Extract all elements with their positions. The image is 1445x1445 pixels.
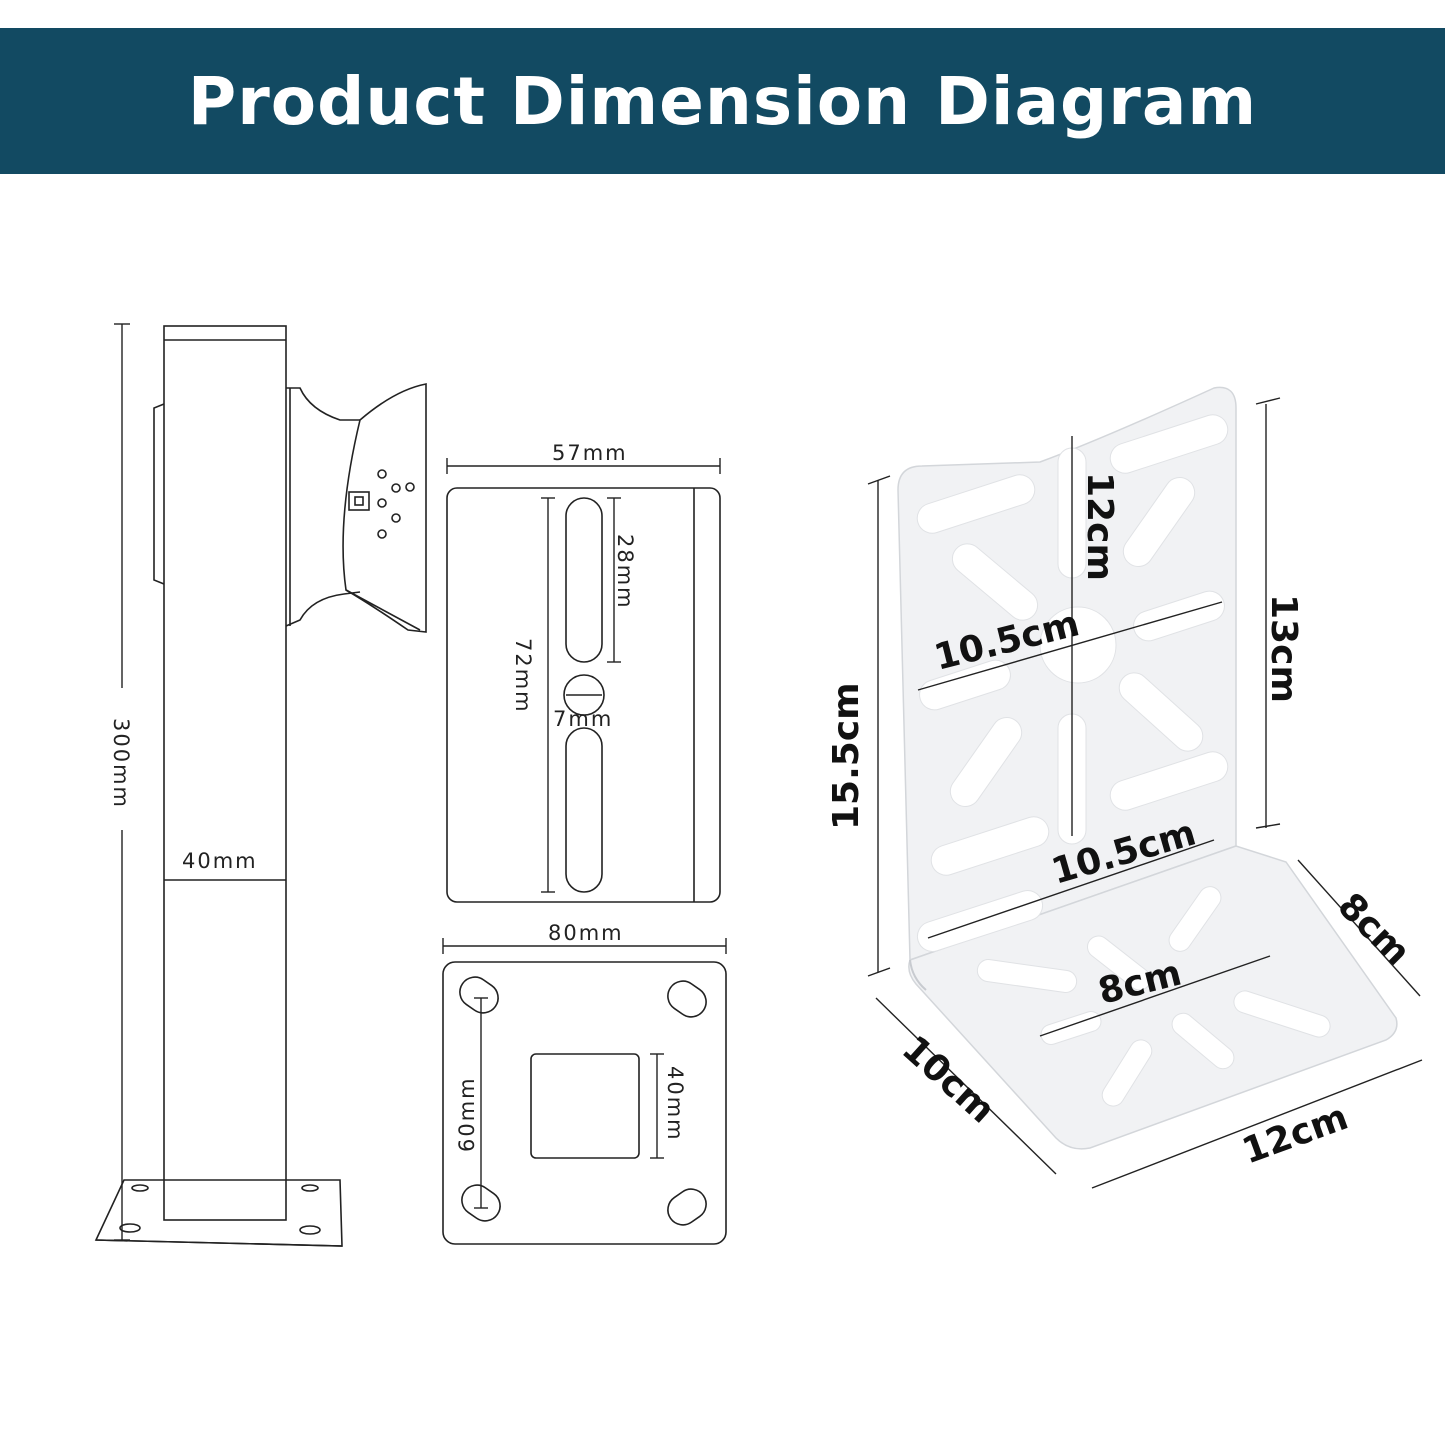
center-hole-large <box>1039 606 1117 684</box>
left-height-label: 15.5cm <box>826 682 867 830</box>
base-front-dim <box>1091 1059 1423 1189</box>
slot-span-label: 72mm <box>511 638 535 714</box>
height-label: 300mm <box>109 718 133 809</box>
hole-label: 7mm <box>553 707 613 731</box>
lower-slot <box>565 727 603 893</box>
title-banner: Product Dimension Diagram <box>0 28 1445 174</box>
base-front-label: 12cm <box>1237 1097 1353 1173</box>
base-inner-dim <box>1039 955 1271 1037</box>
pole-body <box>163 325 287 1221</box>
base-depth-dim <box>1297 859 1421 997</box>
slot-plate: 57mm 72mm 28mm 7mm <box>446 441 721 903</box>
square-cutout <box>530 1053 640 1159</box>
swivel-head <box>342 383 427 633</box>
base-plate-width-label: 80mm <box>548 921 624 945</box>
top-width-dim <box>917 601 1223 691</box>
slot-plate-outline <box>446 487 721 903</box>
page-title: Product Dimension Diagram <box>187 62 1258 140</box>
pole-back-strip <box>153 403 165 585</box>
hole-spacing-label: 60mm <box>455 1076 479 1152</box>
upper-slot <box>565 497 603 663</box>
slot-plate-width-label: 57mm <box>552 441 628 465</box>
square-label: 40mm <box>663 1066 687 1142</box>
bottom-width-dim <box>927 839 1215 939</box>
center-hole <box>563 674 605 716</box>
lock-icon <box>348 491 370 511</box>
right-height-label: 13cm <box>1263 594 1304 703</box>
side-view: 300mm 40mm <box>94 323 427 1247</box>
slot-length-label: 28mm <box>613 534 637 610</box>
vertical-slot-label: 12cm <box>1079 472 1120 581</box>
l-bracket: 12cm 10.5cm 13cm 15.5cm 10.5cm 8cm 8cm 1… <box>826 386 1423 1189</box>
base-plate: 80mm 60mm 40mm <box>442 921 727 1245</box>
base-plate-outline <box>442 961 727 1245</box>
base-side-dim <box>875 997 1057 1175</box>
width-label: 40mm <box>182 849 258 873</box>
